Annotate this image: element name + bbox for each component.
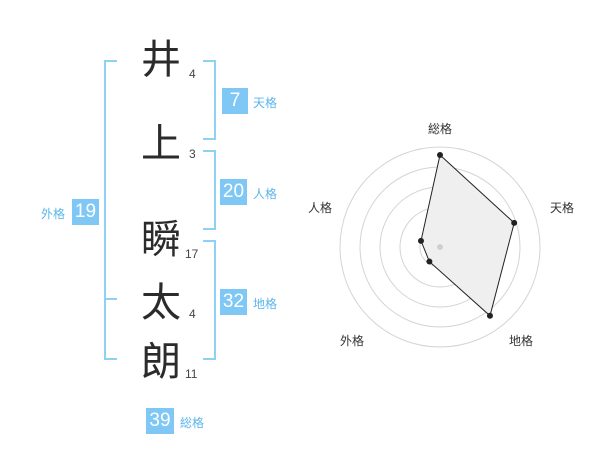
- tenkaku-badge: 7: [222, 88, 248, 114]
- radar-point-2: [486, 312, 493, 319]
- name-char-3: 瞬: [141, 217, 181, 263]
- radar-outline: [420, 154, 515, 317]
- gaikaku-divider: [104, 298, 117, 300]
- radar-point-1: [511, 219, 518, 226]
- axis-label-gaikaku: 外格: [340, 333, 364, 348]
- name-char-5: 朗: [141, 339, 181, 385]
- name-char-2: 上: [141, 121, 181, 167]
- name-char-1: 井: [141, 37, 181, 83]
- gaikaku-badge: 19: [72, 199, 99, 225]
- chikaku-label: 地格: [253, 297, 278, 311]
- radar-area: [421, 155, 515, 316]
- radar-point-4: [417, 237, 424, 244]
- gaikaku-bracket: [104, 60, 117, 360]
- fortune-radar-chart: 総格 天格 地格 外格 人格: [308, 121, 574, 348]
- axis-label-jinkaku: 人格: [308, 200, 332, 215]
- soukaku-label: 総格: [180, 416, 205, 430]
- gaikaku-label: 外格: [41, 207, 66, 221]
- soukaku-badge: 39: [146, 408, 174, 434]
- axis-label-soukaku: 総格: [428, 121, 452, 136]
- stroke-count-5: 11: [185, 367, 198, 381]
- radar-point-0: [437, 152, 443, 158]
- jinkaku-bracket: [203, 150, 216, 230]
- chikaku-bracket: [203, 240, 216, 360]
- radar-center-dot: [437, 244, 443, 250]
- radar-point-3: [426, 258, 433, 265]
- axis-label-chikaku: 地格: [509, 333, 533, 348]
- stroke-count-1: 4: [189, 67, 196, 81]
- axis-label-tenkaku: 天格: [550, 200, 574, 215]
- name-char-4: 太: [141, 280, 181, 326]
- jinkaku-badge: 20: [220, 179, 247, 205]
- stroke-count-2: 3: [189, 147, 196, 161]
- stroke-count-3: 17: [185, 247, 199, 261]
- tenkaku-bracket: [203, 60, 216, 140]
- chikaku-badge: 32: [220, 289, 247, 315]
- stroke-count-4: 4: [189, 307, 196, 321]
- tenkaku-label: 天格: [253, 96, 278, 110]
- radar-ring: [339, 146, 541, 348]
- jinkaku-label: 人格: [253, 187, 278, 201]
